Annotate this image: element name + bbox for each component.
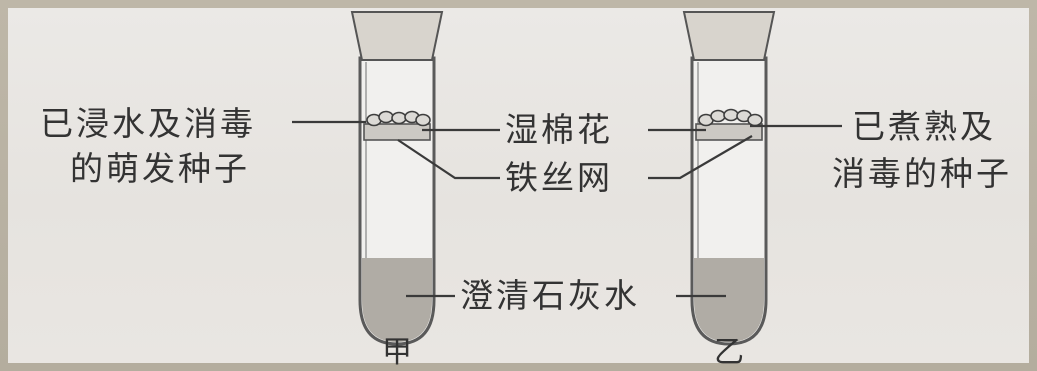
tube-a-stopper (350, 11, 444, 61)
test-tube-b (682, 11, 776, 346)
label-left-seeds-line1: 已浸水及消毒 (40, 104, 256, 143)
label-limewater: 澄清石灰水 (460, 276, 640, 315)
label-wire-mesh: 铁丝网 (505, 158, 613, 197)
tube-b-limewater (694, 258, 764, 342)
leader-lines (292, 120, 842, 298)
leader-wire-mesh-left (397, 139, 500, 180)
tube-a-wire-mesh (363, 123, 431, 141)
seed (710, 109, 726, 123)
tube-a-limewater (362, 258, 432, 342)
tube-b-seeds (698, 108, 763, 127)
tube-b-stopper (682, 11, 776, 61)
label-right-seeds-line2: 消毒的种子 (832, 154, 1012, 193)
label-right-seeds-line1: 已煮熟及 (852, 107, 996, 146)
tube-a-seeds (366, 110, 431, 127)
leader-wire-mesh-right (648, 135, 753, 180)
tube-b-wire-mesh (695, 123, 763, 141)
diagram-paper (8, 8, 1029, 363)
label-tube-a: 甲 (382, 335, 412, 370)
seed (378, 110, 394, 124)
label-wet-cotton: 湿棉花 (505, 110, 613, 149)
seed (723, 108, 739, 122)
test-tube-a (350, 11, 444, 346)
label-tube-b: 乙 (714, 335, 744, 370)
seed (747, 113, 763, 127)
label-left-seeds-line2: 的萌发种子 (70, 149, 250, 188)
seed (391, 111, 407, 125)
seed (415, 113, 431, 127)
